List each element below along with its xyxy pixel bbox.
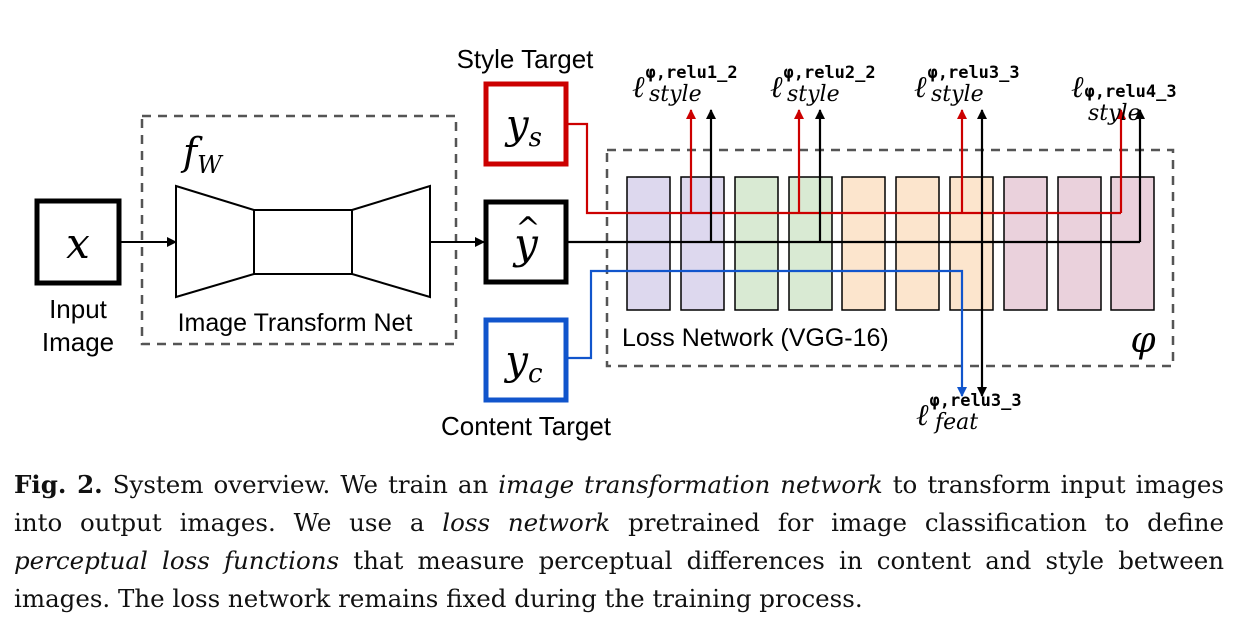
style-target-box	[483, 81, 569, 167]
figure-caption: Fig. 2. System overview. We train an ima…	[14, 466, 1224, 618]
input-symbol: x	[66, 219, 90, 268]
style-target-symbol: ys	[504, 102, 542, 153]
system-overview-diagram: x Input Image fW Image Transform Net Sty…	[34, 44, 1177, 441]
vgg-layer-8	[1003, 176, 1048, 311]
output-symbol: y	[512, 219, 539, 268]
caption-text-1: System overview. We train an	[102, 470, 499, 499]
decoder-shape	[351, 184, 431, 299]
caption-text-3: pretrained for image classification to d…	[610, 508, 1224, 537]
content-target-box	[483, 317, 569, 403]
caption-emphasis-3: perceptual loss functions	[14, 546, 340, 575]
caption-text-4: that measure perceptual differences in c…	[14, 546, 1224, 613]
input-label-line2: Image	[42, 327, 114, 357]
transform-net-label: Image Transform Net	[178, 309, 413, 337]
loss-network-region	[605, 148, 1175, 368]
vgg-layer-1	[626, 176, 671, 311]
vgg-layer-2	[680, 176, 725, 311]
loss-network-label: Loss Network (VGG-16)	[622, 324, 889, 352]
content-target-label: Content Target	[441, 411, 612, 441]
vgg-layer-9	[1057, 176, 1102, 311]
content-target-symbol: yc	[503, 338, 543, 389]
output-image-box	[483, 199, 569, 285]
style-target-label: Style Target	[457, 44, 595, 74]
caption-text-2: to transform input images into output im…	[14, 470, 1224, 537]
vgg-layer-10	[1110, 176, 1155, 311]
vgg-layer-7	[949, 176, 994, 311]
encoder-shape	[175, 184, 255, 299]
style-target-path	[566, 122, 1121, 215]
vgg-layer-4	[788, 176, 833, 311]
loss-network-symbol: φ	[1130, 320, 1156, 361]
output-hat: ^	[515, 211, 540, 246]
vgg-layer-3	[734, 176, 779, 311]
vgg-layers	[626, 176, 1155, 311]
vgg-layer-6	[895, 176, 940, 311]
vgg-layer-5	[841, 176, 886, 311]
caption-emphasis-2: loss network	[442, 508, 611, 537]
caption-emphasis-1: image transformation network	[498, 470, 883, 499]
transform-net-symbol: fW	[180, 130, 224, 179]
bottleneck-shape	[253, 209, 353, 275]
caption-label: Fig. 2.	[14, 470, 103, 499]
content-target-path	[566, 269, 967, 397]
input-label-line1: Input	[49, 294, 108, 324]
